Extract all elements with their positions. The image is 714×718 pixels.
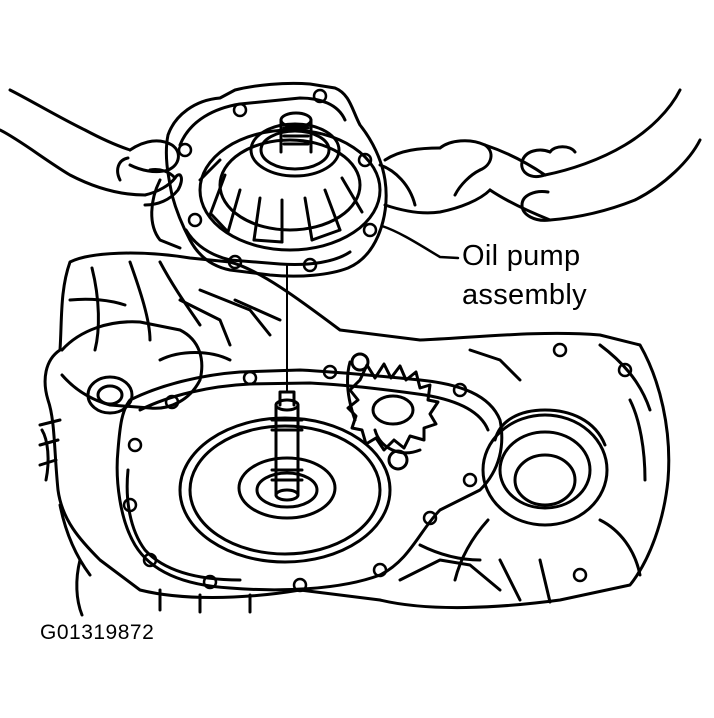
input-shaft (270, 390, 304, 502)
stator-shaft (249, 111, 341, 178)
right-hand (383, 88, 702, 222)
transaxle-case (38, 251, 671, 617)
clutch-drum (178, 416, 392, 564)
callout-label-line2: assembly (462, 279, 587, 311)
bolt-holes (122, 342, 633, 593)
case-outline (43, 251, 671, 610)
callout-label-line1: Oil pump (462, 240, 581, 272)
case-flange (115, 368, 504, 592)
left-hand (0, 88, 183, 207)
gear (346, 352, 440, 471)
differential-bore (453, 408, 642, 582)
figure-id: G01319872 (40, 621, 155, 644)
oil-pump-assembly (150, 81, 417, 393)
callout-leader (380, 224, 460, 260)
